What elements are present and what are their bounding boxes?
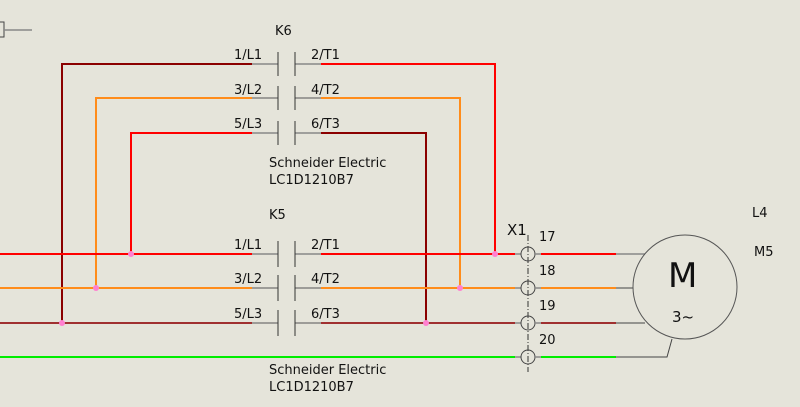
wire-t3-out[interactable] [321, 132, 427, 323]
main-bus [0, 251, 515, 358]
k6-pole2-out: 4/T2 [311, 83, 340, 98]
svg-text:18: 18 [539, 264, 556, 279]
k5-pole3-out: 6/T3 [311, 307, 340, 322]
svg-text:17: 17 [539, 230, 556, 245]
terminal-19[interactable]: 19 [515, 299, 556, 331]
terminal-17[interactable]: 17 [515, 230, 556, 262]
k6-pole2-in: 3/L2 [234, 83, 262, 98]
k6-part-number: LC1D1210B7 [269, 173, 354, 188]
motor-location: L4 [752, 206, 768, 221]
k6-manufacturer: Schneider Electric [269, 156, 386, 171]
wire-l1-crossover[interactable] [61, 63, 252, 323]
motor-feed [541, 253, 673, 358]
terminal-strip-x1[interactable]: X1 17 18 19 20 [507, 221, 556, 372]
contactor-k5[interactable]: K5 1/L1 2/T1 3/L2 4/T2 5/L3 6/T3 Schneid… [234, 208, 386, 395]
k5-pole1-out: 2/T1 [311, 238, 340, 253]
k6-pole3-in: 5/L3 [234, 117, 262, 132]
svg-text:20: 20 [539, 333, 556, 348]
terminal-18[interactable]: 18 [515, 264, 556, 296]
junction-dot [423, 320, 429, 326]
wire-t1-out[interactable] [321, 63, 496, 254]
motor-tag: M5 [754, 245, 774, 260]
contactor-k6[interactable]: K6 1/L1 2/T1 3/L2 4/T2 5/L3 6/T3 Schneid… [234, 24, 386, 188]
motor-phases: 3~ [672, 308, 694, 326]
svg-text:19: 19 [539, 299, 556, 314]
motor-m5[interactable]: M 3~ L4 M5 [632, 206, 774, 340]
junction-dot [93, 285, 99, 291]
k6-label: K6 [275, 24, 292, 39]
k6-pole3-out: 6/T3 [311, 117, 340, 132]
junction-dot [128, 251, 134, 257]
motor-circle [632, 234, 738, 340]
wire-t2-out[interactable] [321, 97, 461, 288]
k5-part-number: LC1D1210B7 [269, 380, 354, 395]
k6-pole1-in: 1/L1 [234, 48, 262, 63]
k5-pole2-out: 4/T2 [311, 272, 340, 287]
k5-label: K5 [269, 208, 286, 223]
k5-pole3-in: 5/L3 [234, 307, 262, 322]
junction-dot [59, 320, 65, 326]
k5-pole1-in: 1/L1 [234, 238, 262, 253]
wire-l3-crossover[interactable] [130, 132, 252, 254]
junction-dot [457, 285, 463, 291]
terminal-strip-label: X1 [507, 221, 527, 239]
k5-manufacturer: Schneider Electric [269, 363, 386, 378]
motor-symbol: M [668, 256, 697, 296]
offpage-connector [0, 21, 32, 38]
k6-pole1-out: 2/T1 [311, 48, 340, 63]
wire-l2-crossover[interactable] [95, 97, 252, 288]
k5-pole2-in: 3/L2 [234, 272, 262, 287]
junction-dot [492, 251, 498, 257]
k6-wiring [61, 63, 496, 323]
terminal-20[interactable]: 20 [515, 333, 556, 365]
